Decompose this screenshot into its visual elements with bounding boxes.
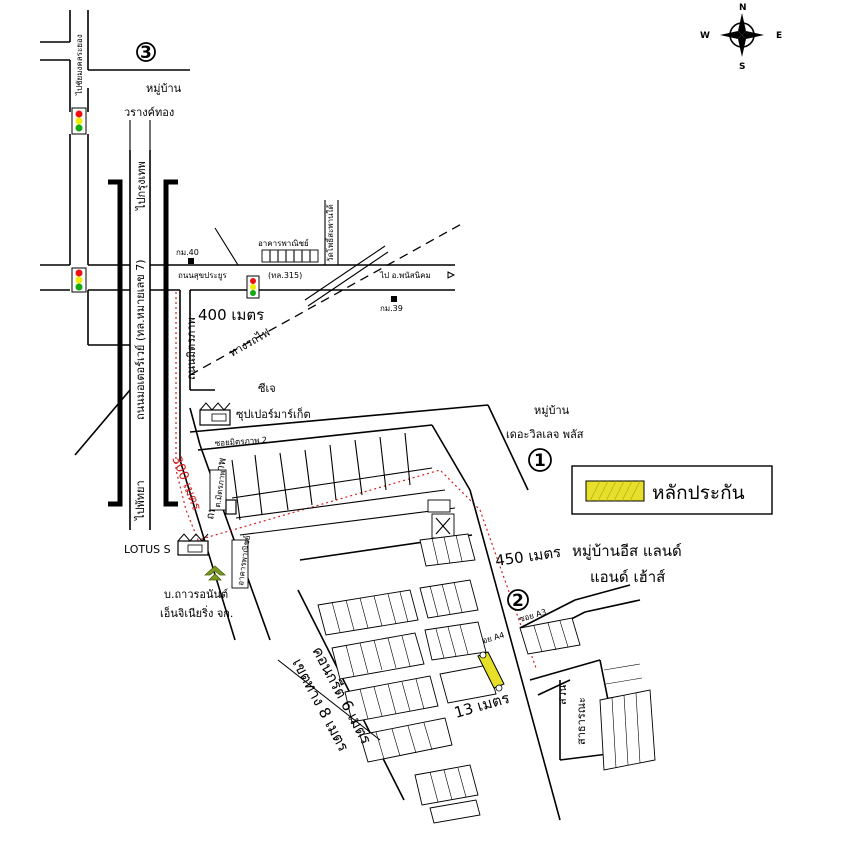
- place-school: วัดโพธิ์สะพานใต้: [324, 204, 335, 262]
- village-plus-l1: หมู่บ้าน: [534, 404, 570, 417]
- compass-rose: N S E W: [700, 3, 782, 72]
- distance-450: 450 เมตร: [494, 543, 562, 570]
- legend-label: หลักประกัน: [652, 482, 745, 504]
- place-km40: กม.40: [176, 248, 199, 257]
- road-to-chonburi: ไปชัยมงคลระยอง: [75, 34, 84, 96]
- extra-lots: [429, 689, 656, 824]
- place-company-l2: เอ็นจิเนียริ่ง จก.: [160, 605, 233, 620]
- compass-w: W: [700, 31, 710, 41]
- road-to-phanatnikhom: ไป อ.พนัสนิคม: [379, 271, 431, 280]
- place-bigc-l2: ซุปเปอร์มาร์เก็ต: [236, 407, 311, 421]
- road-to-bangkok: ไปกรุงเทพ: [135, 161, 148, 211]
- marker-1: 1: [528, 448, 552, 472]
- road-highway7: ถนนมอเตอร์เวย์ (ทล.หมายเลข 7): [134, 259, 147, 420]
- marker-1-label: 1: [534, 451, 546, 471]
- village-varangthong-l1: หมู่บ้าน: [146, 82, 182, 95]
- distance-400: 400 เมตร: [198, 306, 264, 324]
- road-route315: (ทล.315): [268, 271, 302, 280]
- road-to-pattaya: ไปพัทยา: [134, 480, 147, 521]
- place-km39: กม.39: [380, 304, 403, 313]
- village-varangthong-l2: วรางค์ทอง: [124, 106, 174, 119]
- motorway: [69, 120, 178, 530]
- place-market: อาคารพาณิชย์: [258, 238, 309, 248]
- village-plus-l2: เดอะวิลเลจ พลัส: [506, 428, 584, 441]
- place-lotus: LOTUS S: [124, 543, 171, 556]
- marker-3-label: 3: [140, 43, 152, 63]
- supermarket-icon: [199, 402, 231, 426]
- sukprayoon-road: [40, 200, 455, 291]
- traffic-light-west: [71, 267, 87, 293]
- legend-box: หลักประกัน: [571, 465, 773, 515]
- road-soi-mitraphap2: ซอยมิตรภาพ 2: [215, 435, 268, 448]
- village-eastland-l2: แอนด์ เฮ้าส์: [590, 568, 665, 586]
- railway-line: [189, 221, 466, 376]
- lots-grid: [317, 533, 649, 806]
- traffic-light-north: [71, 107, 87, 135]
- road-park-l1: สวน: [556, 684, 569, 705]
- commercial-building: [261, 249, 319, 263]
- traffic-light-east: [246, 275, 260, 299]
- collateral-plot: [477, 651, 505, 692]
- lotus-icon: [177, 533, 209, 556]
- road-railway: ทางรถไฟ: [227, 326, 272, 360]
- road-park-l2: สาธารณะ: [575, 697, 588, 745]
- place-bigc-l1: ซีเจ: [258, 382, 276, 395]
- company-icon: [203, 565, 227, 581]
- soi-mitraphap2: [189, 404, 529, 491]
- compass-e: E: [776, 31, 782, 41]
- road-mitraphap-top: ถนนมิตรภาพ: [185, 317, 198, 380]
- marker-2: 2: [507, 589, 529, 611]
- village-eastland-l1: หมู่บ้านอีส แลนด์: [572, 542, 682, 560]
- north-roads: [40, 10, 190, 112]
- marker-3: 3: [136, 42, 156, 63]
- compass-s: S: [739, 62, 745, 72]
- compass-n: N: [739, 3, 747, 13]
- residential-grid-upper: [209, 432, 456, 589]
- marker-2-label: 2: [512, 591, 524, 611]
- place-company-l1: บ.ถาวรอนันต์: [164, 588, 228, 601]
- road-sukprayoon: ถนนสุขประยูร: [178, 271, 227, 281]
